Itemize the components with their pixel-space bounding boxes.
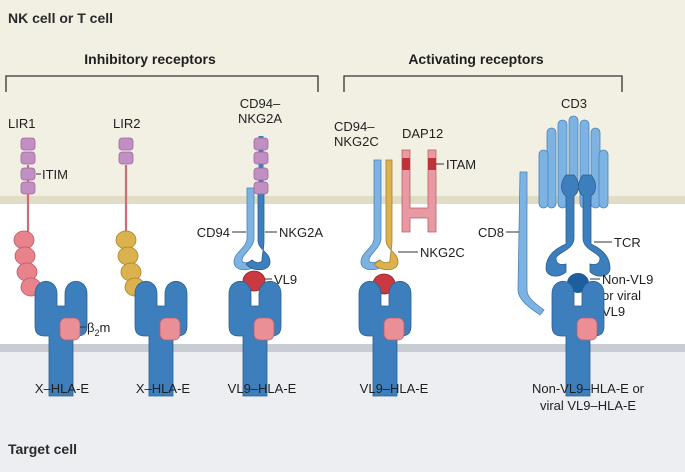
vl9-label: VL9 — [274, 272, 297, 287]
lir1-label: LIR1 — [8, 116, 35, 131]
ligand-x-hla-e-2: X–HLA-E — [136, 381, 191, 396]
effector-cell-title: NK cell or T cell — [8, 10, 113, 26]
itam-label: ITAM — [446, 157, 476, 172]
tcr-label: TCR — [614, 235, 641, 250]
cd94-nkg2c-title: CD94–NKG2C — [334, 119, 379, 149]
cd94-nkg2c-receptor — [360, 159, 399, 271]
beta2m-1 — [59, 317, 81, 341]
itim-label: ITIM — [42, 167, 68, 182]
target-membrane — [0, 344, 685, 352]
beta2m-2 — [159, 317, 181, 341]
cd94-label: CD94 — [197, 225, 230, 240]
cd94-nkg2a-title: CD94–NKG2A — [238, 96, 282, 126]
activating-receptors-heading: Activating receptors — [408, 51, 544, 67]
dap12-adaptor — [401, 149, 437, 233]
beta2m-4 — [383, 317, 405, 341]
lir1-receptor — [13, 137, 42, 297]
cd94-nkg2a-receptor — [233, 136, 271, 271]
beta2m-5 — [576, 317, 598, 341]
effector-membrane — [0, 196, 685, 204]
activating-bracket — [343, 75, 623, 92]
nkg2a-label: NKG2A — [279, 225, 323, 240]
cd8-label: CD8 — [478, 225, 504, 240]
lir2-receptor — [115, 137, 146, 297]
cd8-coreceptor — [517, 171, 545, 316]
tcr-receptor — [545, 174, 611, 277]
lir2-label: LIR2 — [113, 116, 140, 131]
nkg2c-label: NKG2C — [420, 245, 465, 260]
dap12-label: DAP12 — [402, 126, 443, 141]
ligand-vl9-hla-e-2: VL9–HLA-E — [360, 381, 429, 396]
inhibitory-receptors-heading: Inhibitory receptors — [84, 51, 216, 67]
ligand-vl9-hla-e-1: VL9–HLA-E — [228, 381, 297, 396]
target-cell-title: Target cell — [8, 441, 77, 457]
ligand-x-hla-e-1: X–HLA-E — [35, 381, 90, 396]
beta2m-label: β2m — [87, 320, 110, 338]
inhibitory-bracket — [5, 75, 319, 92]
beta2m-3 — [253, 317, 275, 341]
cd3-label: CD3 — [561, 96, 587, 111]
